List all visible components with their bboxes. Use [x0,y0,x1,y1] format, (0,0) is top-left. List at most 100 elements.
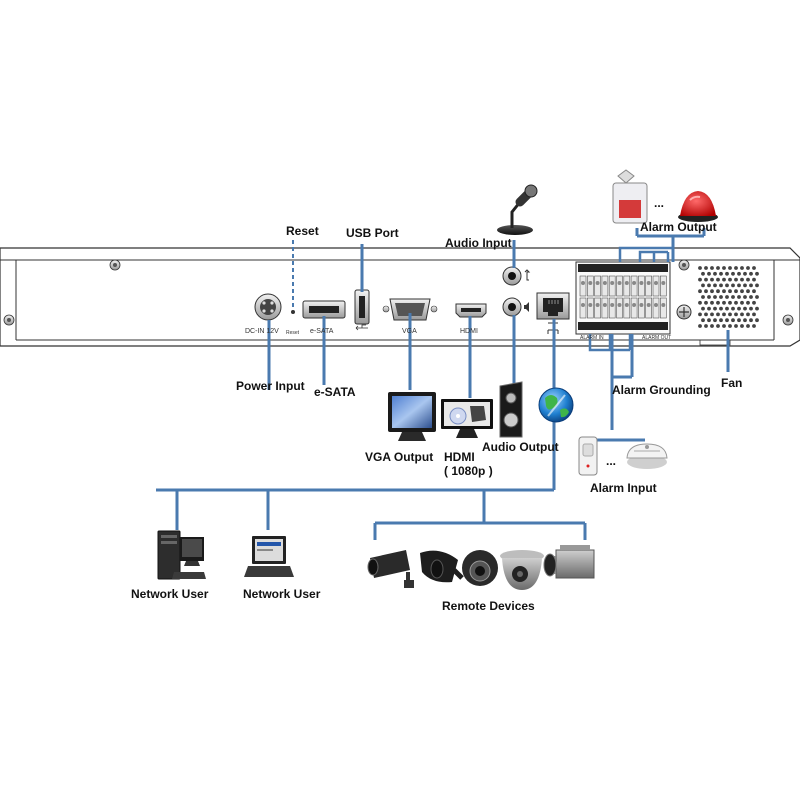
fan-hole [740,300,744,305]
fan-hole [704,312,708,317]
laptop-icon [244,536,294,577]
terminal-screw [661,303,666,307]
fan-hole [755,283,759,288]
terminal-slot [579,275,587,297]
fan-hole [752,300,756,305]
fan-hole [740,277,744,282]
fan-hole [731,295,735,299]
fan-hole [710,300,714,305]
desktop-computer-icon [157,530,206,580]
terminal-slot [652,275,660,297]
terminal-screw [646,281,651,285]
vga-output-label: VGA Output [365,450,434,464]
camera-icon [462,550,498,586]
fan-label: Fan [721,376,743,390]
terminal-screw [617,281,622,285]
terminal-slot [608,297,616,319]
fan-hole [737,271,741,276]
fan-hole [698,277,702,282]
fan-hole [734,312,738,317]
power-input-label: Power Input [236,379,305,393]
alarm-in-panel-label: ALARM IN [580,335,604,341]
alarm-input-wires [588,334,632,352]
terminal-slot [630,297,638,319]
fan-hole [752,289,756,294]
fan-hole [740,324,744,328]
microphone-icon [497,184,538,235]
fan-hole [740,312,744,317]
fan-hole [749,306,753,311]
fan-hole [746,324,750,328]
fan-hole [731,271,735,276]
esata-label: e-SATA [314,385,356,399]
fan-hole [704,266,708,270]
fan-hole [755,295,759,299]
fan-hole [743,306,747,311]
fan-hole [746,266,750,270]
fan-hole [746,300,750,305]
fan-hole [725,283,729,288]
esata-port-icon [302,300,346,319]
hdmi-port-icon [455,303,487,318]
fan-hole [728,266,732,270]
fan-hole [713,283,717,288]
fan-hole [707,306,711,311]
alarm-output-ellipsis: ... [654,196,665,210]
fan-hole [740,266,744,270]
terminal-slot [616,297,623,319]
fan-hole [743,295,747,299]
audio-in-jack-icon [502,266,531,286]
terminal-slot [586,275,594,297]
terminal-screw [602,303,607,307]
fan-hole [743,318,747,323]
fan-hole [710,324,714,328]
terminal-slot [586,297,594,319]
fan-hole [701,306,705,311]
smoke-detector-icon [626,443,668,469]
terminal-slot [623,297,631,319]
fan-hole [710,289,714,294]
terminal-slot [594,297,601,319]
camera-icon [420,550,464,583]
fan-hole [722,266,726,270]
terminal-screw [661,281,666,285]
tv-icon [441,399,493,438]
fan-hole [734,289,738,294]
fan-hole [731,318,735,323]
fan-hole [728,312,732,317]
fan-hole [740,289,744,294]
fan-hole [704,277,708,282]
fan-hole [704,324,708,328]
terminal-slot [645,275,653,297]
fan-hole [728,324,732,328]
fan-hole [698,312,702,317]
fan-hole [716,266,720,270]
fan-hole [725,306,729,311]
terminal-screw [639,281,644,285]
alarm-grounding-label: Alarm Grounding [612,383,711,397]
terminal-screw [581,281,585,285]
motion-sensor-icon [578,436,598,476]
fan-hole [728,289,732,294]
fan-hole [716,289,720,294]
remote-devices-label: Remote Devices [442,599,535,613]
fan-hole [737,306,741,311]
terminal-screw [617,303,622,307]
fan-hole [737,283,741,288]
fan-hole [719,306,723,311]
fan-hole [749,283,753,288]
reset-label: Reset [286,224,319,238]
fan-hole [710,266,714,270]
alarm-terminal-block [575,261,671,335]
fan-hole [746,312,750,317]
terminal-screw [602,281,607,285]
terminal-screw [610,303,615,307]
fan-hole [722,289,726,294]
alarm-output-label: Alarm Output [640,220,717,234]
terminal-slot [608,275,616,297]
audio-out-jack-icon [502,297,529,317]
terminal-screw [624,281,629,285]
fan-hole [716,324,720,328]
reset-panel-label: Reset [286,330,300,336]
